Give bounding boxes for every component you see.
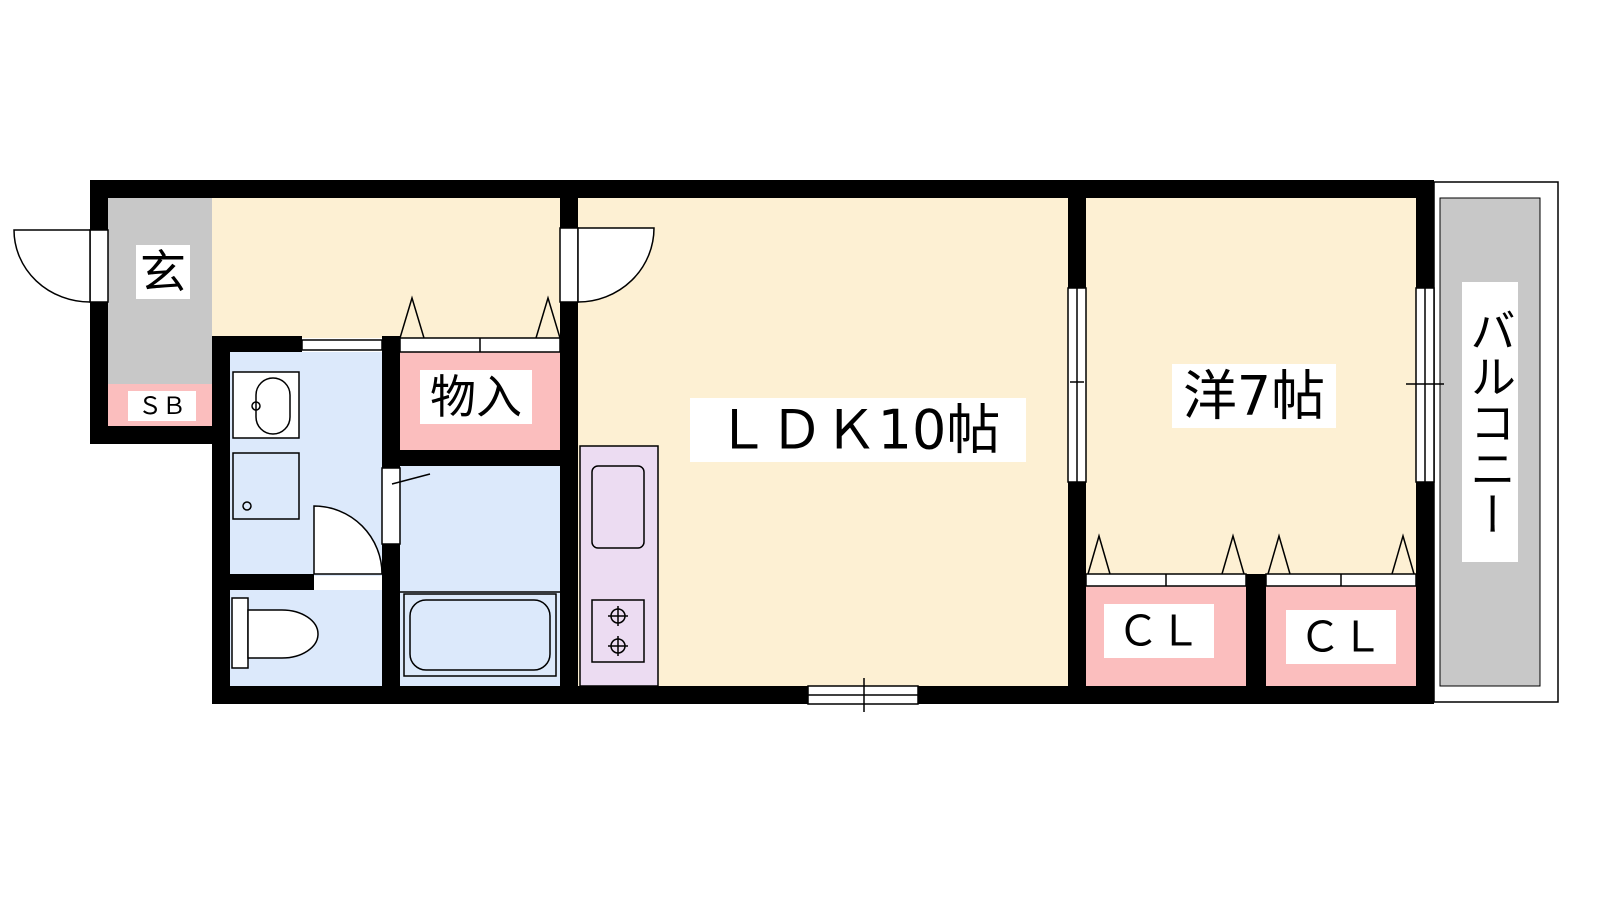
entrance-door-swing: [13, 229, 91, 303]
washroom-top-opening: [301, 339, 383, 351]
wall-bottom-right: [918, 686, 1434, 704]
storage-label: 物入: [430, 370, 522, 424]
wall-toilet-top: [230, 574, 314, 590]
openings: [13, 227, 1444, 712]
wall-top: [90, 180, 1434, 198]
wall-right: [1416, 180, 1434, 288]
entrance-door-jamb: [89, 229, 109, 303]
closet-right-label: ＣＬ: [1299, 613, 1383, 662]
wall-closet-mid: [1246, 574, 1266, 704]
closet-left-label: ＣＬ: [1117, 607, 1201, 656]
walls: [90, 180, 1434, 704]
wall-storage-bottom: [382, 450, 578, 466]
washing-machine-pan: [232, 452, 300, 520]
balcony-label: バルコニー: [1463, 307, 1517, 537]
ldk-door-swing: [577, 227, 655, 303]
shoe-box-label: ＳＢ: [138, 392, 186, 420]
wall-bath-right: [560, 198, 578, 228]
ldk-floor: [210, 198, 578, 338]
bathroom-folding-door: [391, 473, 431, 485]
wall-wash-mid: [382, 336, 400, 468]
wall-ldk-right: [1068, 198, 1086, 288]
western-room-label: 洋7帖: [1183, 365, 1325, 428]
fixtures: [231, 371, 645, 677]
wall-wash-mid-low: [382, 544, 400, 704]
labels: 玄 ＳＢ 物入 ＬＤＫ10帖 洋7帖 ＣＬ ＣＬ バルコニー: [128, 245, 1518, 664]
wall-left: [90, 180, 108, 230]
wall-wet-left: [212, 336, 230, 704]
toilet-icon: [231, 597, 249, 669]
kitchen-sink: [591, 465, 645, 549]
washroom-door-swing: [313, 505, 383, 575]
ldk-door-jamb: [559, 227, 579, 303]
wall-left-lower: [90, 302, 108, 444]
wall-bath-right-lower: [560, 302, 578, 704]
wall-right-lower: [1416, 482, 1434, 704]
wall-wet-top-left: [212, 336, 302, 352]
entrance-label: 玄: [140, 245, 186, 299]
bathroom-door-jamb: [381, 467, 401, 545]
wall-bottom: [212, 686, 808, 704]
wall-ldk-right-lower: [1068, 482, 1086, 704]
wall-sb-bottom: [90, 426, 230, 444]
ldk-label: ＬＤＫ10帖: [716, 399, 1001, 462]
